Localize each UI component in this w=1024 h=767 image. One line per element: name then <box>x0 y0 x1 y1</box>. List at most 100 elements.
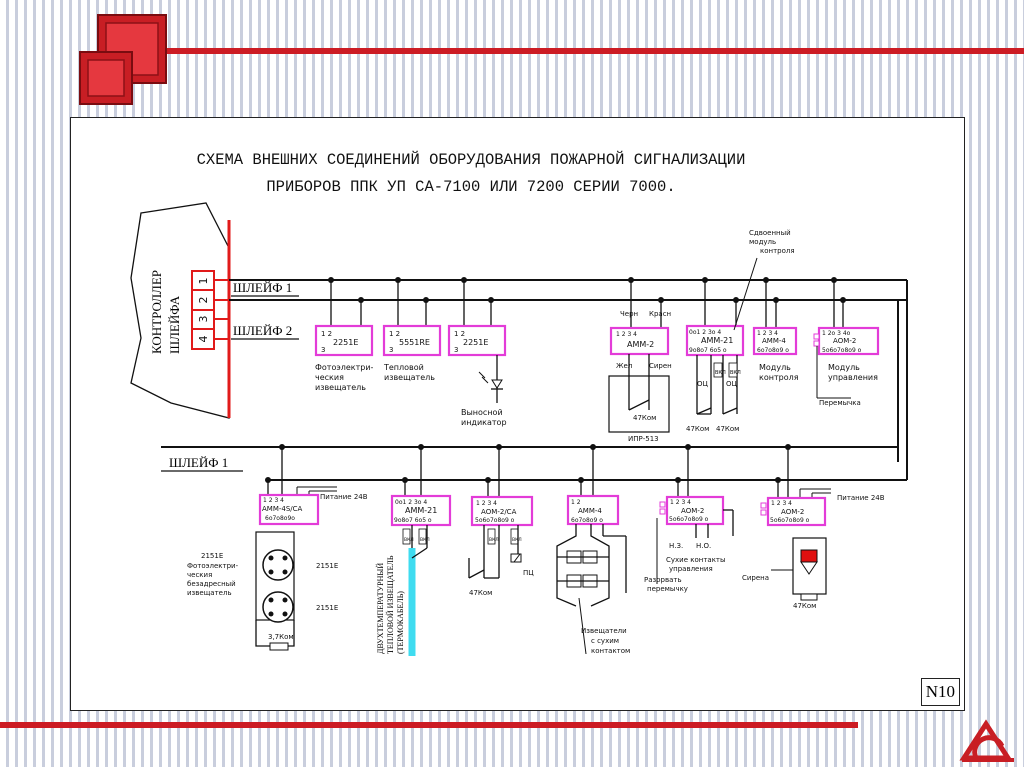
svg-text:3: 3 <box>389 346 393 354</box>
svg-text:1 2: 1 2 <box>321 330 332 338</box>
heat-label-2: извещатель <box>384 373 435 382</box>
svg-text:5о6о7о8о9 о: 5о6о7о8о9 о <box>770 517 810 524</box>
svg-text:3: 3 <box>321 346 325 354</box>
svg-text:ОЦ: ОЦ <box>726 380 738 388</box>
svg-text:9о8о7 6о5 о: 9о8о7 6о5 о <box>394 517 432 524</box>
module-aom2-lower-b: 1 2 3 4 АОМ-2 5о6о7о8о9 о Питание 24В Си… <box>742 447 885 610</box>
dry-det-label-1: Извещатели <box>581 627 627 635</box>
d2151e-title: 2151E <box>201 552 223 560</box>
svg-text:1 2о 3 4о: 1 2о 3 4о <box>822 330 851 337</box>
svg-text:1 2 3 4: 1 2 3 4 <box>263 497 284 504</box>
module-amm4-lower: 1 2 АММ-4 6о7о8о9 о <box>556 447 627 655</box>
svg-text:Питание 24В: Питание 24В <box>320 493 368 501</box>
dual-label-2: модуль <box>749 238 776 246</box>
thermo-label-2: ТЕПЛОВОЙ ИЗВЕЩАТЕЛЬ <box>386 555 395 654</box>
svg-text:АОМ-2: АОМ-2 <box>781 508 804 516</box>
svg-text:5551RE: 5551RE <box>399 338 430 347</box>
svg-text:1 2 3 4: 1 2 3 4 <box>771 500 792 507</box>
dual-label-3: контроля <box>760 247 795 255</box>
svg-text:0о1 2 3о 4: 0о1 2 3о 4 <box>689 329 721 336</box>
svg-text:ИПР-513: ИПР-513 <box>628 435 659 443</box>
svg-text:АММ-2: АММ-2 <box>627 340 654 349</box>
svg-text:АОМ-2/СА: АОМ-2/СА <box>481 508 517 516</box>
svg-text:Красн: Красн <box>649 310 671 318</box>
d2151e-a-label: 2151E <box>316 562 338 570</box>
module-aom2-ca: 1 2 3 4 АОМ-2/СА 5о6о7о8о9 о ВКЛ ВКЛ 47К… <box>468 447 534 597</box>
page-number: N10 <box>920 678 960 706</box>
svg-text:Черн: Черн <box>620 310 638 318</box>
wiring-diagram: .w { stroke:#111; stroke-width:1.3; fill… <box>130 151 908 656</box>
svg-text:3: 3 <box>454 346 458 354</box>
svg-text:1 2 3 4: 1 2 3 4 <box>757 330 778 337</box>
svg-text:9о8о7 6о5 о: 9о8о7 6о5 о <box>689 347 727 354</box>
svg-text:5о6о7о8о9 о: 5о6о7о8о9 о <box>669 516 709 523</box>
svg-text:АММ-21: АММ-21 <box>701 336 733 345</box>
svg-text:2251E: 2251E <box>463 338 488 347</box>
thermo-label-1: ДВУХТЕМПЕРАТУРНЫЙ <box>376 563 385 654</box>
controller-label-2: ШЛЕЙФА <box>167 295 182 354</box>
svg-text:1 2 3 4: 1 2 3 4 <box>670 499 691 506</box>
photo2-label-2: ческия <box>187 571 212 579</box>
svg-text:Жел: Жел <box>616 362 632 370</box>
footer-bar <box>0 722 858 728</box>
detector-2251e-b: 1 2 2251E 3 <box>447 280 507 403</box>
controller-outline <box>130 202 230 419</box>
svg-text:ВКЛ: ВКЛ <box>512 537 522 543</box>
module-amm2-upper: Черн Красн 1 2 3 4 АММ-2 Жел Сирен 47Ком… <box>608 280 672 443</box>
module-amm21-lower: 0о1 2 3о 4 АММ-21 9о8о7 6о5 о ВКЛ ВКЛ <box>390 447 452 656</box>
svg-text:1 2: 1 2 <box>571 499 581 506</box>
svg-text:АММ-4: АММ-4 <box>762 337 786 345</box>
svg-text:2251E: 2251E <box>333 338 358 347</box>
module-aom2-upper: 1 2о 3 4о АОМ-2 5о6о7о8о9 о <box>813 280 880 399</box>
svg-text:Н.О.: Н.О. <box>696 542 711 550</box>
svg-text:АОМ-2: АОМ-2 <box>833 337 856 345</box>
break-jumper-2: перемычку <box>647 585 688 593</box>
module-control-label-1: Модуль <box>759 363 791 372</box>
svg-text:1 2 3 4: 1 2 3 4 <box>616 331 637 338</box>
photo-label-1: Фотоэлектри- <box>315 363 374 372</box>
module-amm4-upper: 1 2 3 4 АММ-4 6о7о8о9 о <box>752 280 798 356</box>
svg-text:ВКЛ: ВКЛ <box>404 537 414 543</box>
detector-5551re: 1 2 5551RE 3 <box>382 280 442 357</box>
svg-text:АОМ-2: АОМ-2 <box>681 507 704 515</box>
svg-text:ПЦ: ПЦ <box>523 569 534 577</box>
header-emblem <box>79 14 167 105</box>
module-control-mgmt-1: Модуль <box>828 363 860 372</box>
svg-text:1 2 3 4: 1 2 3 4 <box>476 500 497 507</box>
thermo-label-3: (ТЕРМОКАБЕЛЬ) <box>396 591 405 654</box>
loop1-lower-label: ШЛЕЙФ 1 <box>169 455 228 470</box>
svg-text:47Ком: 47Ком <box>716 425 739 433</box>
dry-det-label-2: с сухим <box>591 637 619 645</box>
d2151e-b-label: 2151E <box>316 604 338 612</box>
header-bar <box>155 48 1024 54</box>
photo-label-3: извещатель <box>315 383 366 392</box>
photo2-label-4: извещатель <box>187 589 232 597</box>
module-control-mgmt-2: управления <box>828 373 878 382</box>
remote-label-2: индикатор <box>461 418 507 427</box>
svg-text:ВКЛ: ВКЛ <box>715 370 726 376</box>
svg-text:47Ком: 47Ком <box>469 589 492 597</box>
svg-text:Питание 24В: Питание 24В <box>837 494 885 502</box>
siren-icon <box>800 549 818 563</box>
svg-text:0о1 2 3о 4: 0о1 2 3о 4 <box>395 499 427 506</box>
remote-label-1: Выносной <box>461 408 503 417</box>
r37-label: 3,7Ком <box>268 633 294 641</box>
svg-text:6о7о8о9о: 6о7о8о9о <box>265 515 295 522</box>
dry-contacts-label-2: управления <box>669 565 713 573</box>
module-aom2-lower-a: 1 2 3 4 АОМ-2 5о6о7о8о9 о Н.З. Н.О. <box>656 447 734 584</box>
svg-text:47Ком: 47Ком <box>686 425 709 433</box>
diagram-sheet: .w { stroke:#111; stroke-width:1.3; fill… <box>70 117 965 711</box>
svg-text:Н.З.: Н.З. <box>669 542 683 550</box>
lower-junctions <box>265 444 791 483</box>
module-control-label-2: контроля <box>759 373 799 382</box>
svg-text:47Ком: 47Ком <box>633 414 656 422</box>
svg-text:47Ком: 47Ком <box>793 602 816 610</box>
photo2-label-1: Фотоэлектри- <box>187 562 239 570</box>
controller-label-1: КОНТРОЛЛЕР <box>149 270 164 354</box>
module-amm21-upper: 0о1 2 3о 4 АММ-21 9о8о7 6о5 о ВКЛ ВКЛ ОЦ… <box>685 280 745 433</box>
svg-text:5о6о7о8о9 о: 5о6о7о8о9 о <box>475 517 515 524</box>
heat-label-1: Тепловой <box>383 363 424 372</box>
loop2-label: ШЛЕЙФ 2 <box>233 323 292 338</box>
svg-text:АММ-21: АММ-21 <box>405 506 437 515</box>
svg-text:ВКЛ: ВКЛ <box>730 370 741 376</box>
